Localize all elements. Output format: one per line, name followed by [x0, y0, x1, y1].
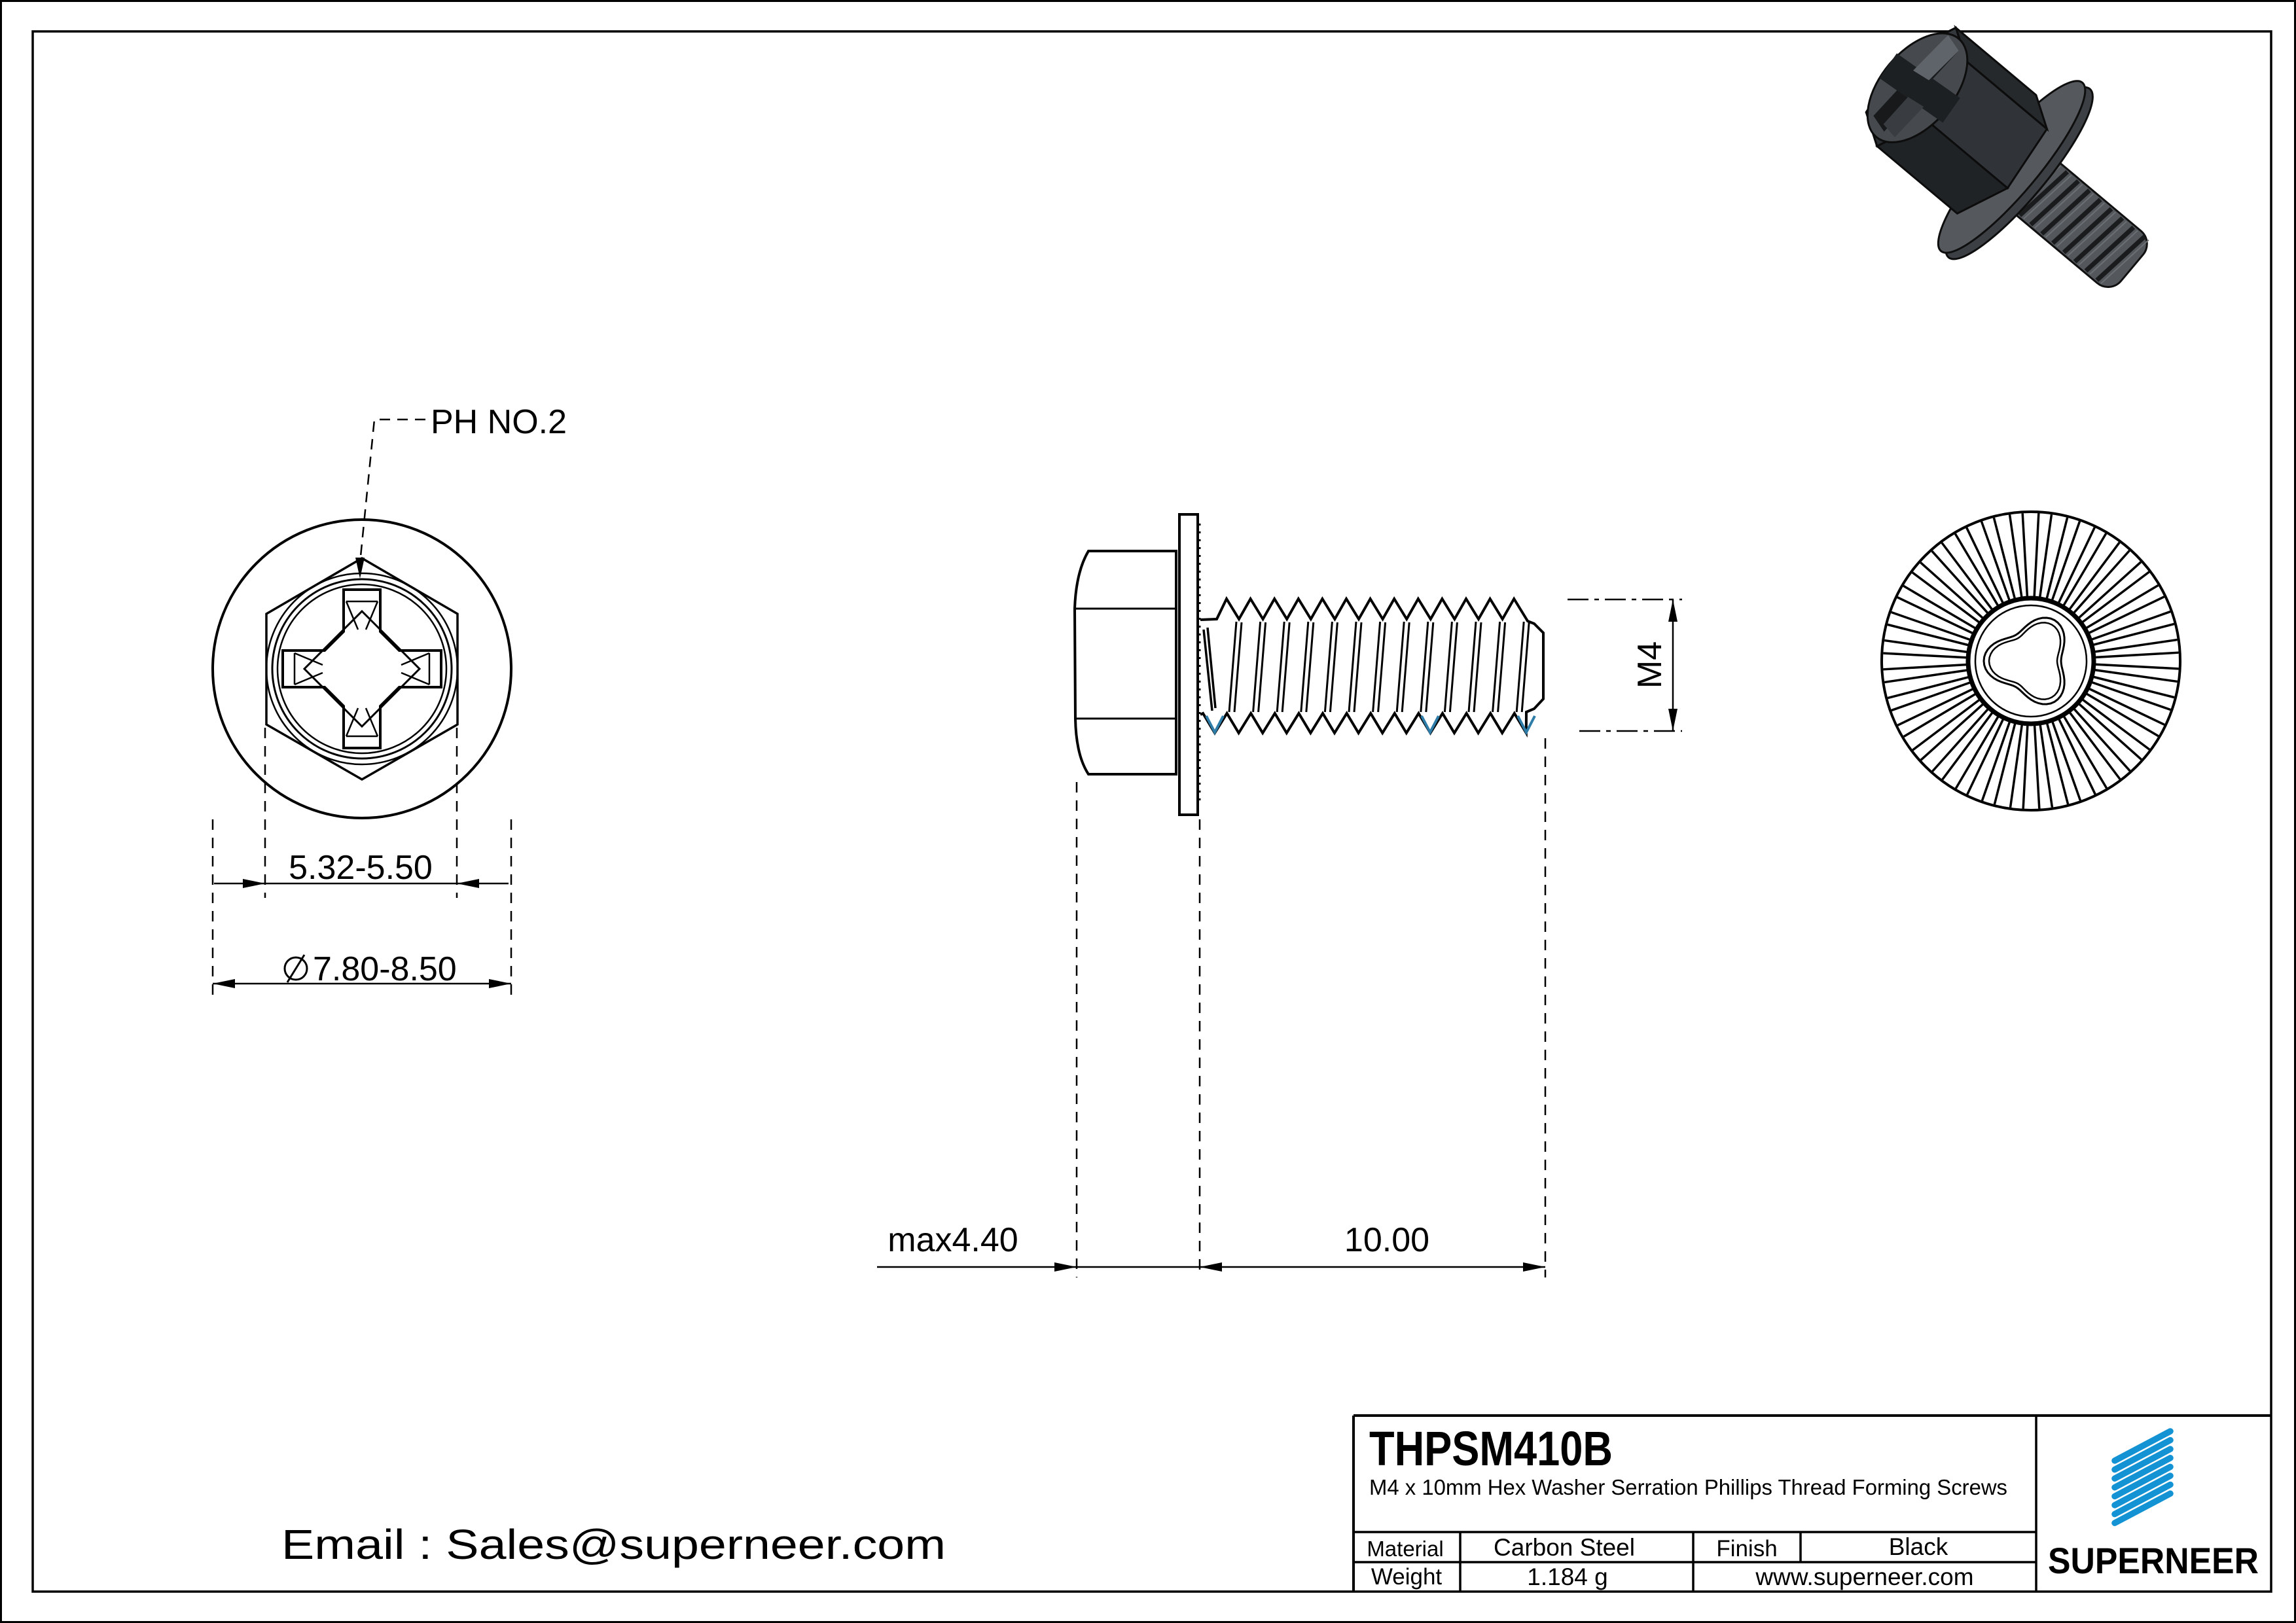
- leader-arrowhead: [355, 558, 365, 579]
- thread-flank-line: [1325, 622, 1337, 712]
- serration-line: [1883, 653, 1967, 658]
- serration-line: [2022, 513, 2027, 597]
- serration-line: [1920, 563, 1983, 619]
- thread-flank-line: [1493, 622, 1505, 712]
- diameter-symbol-icon: [285, 955, 307, 982]
- washer-hole-circle: [1968, 598, 2094, 724]
- thread-flank-line: [1516, 622, 1529, 712]
- serration-line: [2094, 652, 2179, 657]
- serration-line: [1883, 664, 1967, 669]
- thread-size-dim-text: M4: [1631, 641, 1669, 688]
- head-boss-circle: [272, 579, 452, 758]
- serration-line: [2094, 664, 2179, 669]
- phillips-cross-outline: [283, 590, 441, 748]
- part-number: THPSM410B: [1369, 1421, 1613, 1476]
- material-value: Carbon Steel: [1494, 1534, 1635, 1561]
- thread-flank-line: [1421, 622, 1433, 712]
- serration-line: [2034, 724, 2039, 809]
- material-label: Material: [1367, 1537, 1443, 1561]
- across-flats-dim-text: 5.32-5.50: [289, 849, 433, 887]
- serration-line: [1921, 704, 1984, 760]
- thread-flank-line: [1253, 622, 1266, 712]
- phillips-leader: [355, 419, 425, 579]
- side-hex-head: [1075, 551, 1176, 774]
- finish-value: Black: [1889, 1533, 1948, 1560]
- thread-profile: [1200, 599, 1543, 733]
- serrated-washer-view: [1882, 512, 2180, 810]
- serration-line: [2023, 724, 2028, 809]
- phillips-tip-detail: [295, 601, 429, 736]
- serration-line: [1933, 708, 1989, 771]
- washer-diameter-dim-text: 7.80-8.50: [313, 950, 457, 988]
- phillips-size-label: PH NO.2: [431, 403, 567, 441]
- serration-line: [2073, 708, 2130, 771]
- website-link: www.superneer.com: [1755, 1563, 1973, 1590]
- serration-line: [2073, 550, 2130, 613]
- thread-flank-line: [1349, 622, 1361, 712]
- trilobular-shank-inner: [1989, 622, 2060, 699]
- trilobular-shank-outline: [1984, 618, 2064, 704]
- thread-flank-line: [1277, 622, 1289, 712]
- weight-value: 1.184 g: [1527, 1563, 1607, 1590]
- thread-flank-line: [1444, 622, 1457, 712]
- side-dim-lengths: [877, 738, 1545, 1277]
- weight-label: Weight: [1371, 1564, 1443, 1590]
- side-washer-flange: [1179, 514, 1198, 815]
- thread-flank-line: [1397, 622, 1409, 712]
- phillips-center-diamond: [304, 611, 420, 726]
- superneer-logo-icon: [2115, 1431, 2170, 1523]
- email-text: Email : Sales@superneer.com: [281, 1521, 946, 1568]
- side-hex-facet-lines: [1075, 609, 1176, 719]
- screw-3d-preview: [1818, 0, 2202, 352]
- serration-line: [1932, 551, 1988, 614]
- serration-line: [2078, 562, 2141, 618]
- brand-name: SUPERNEER: [2048, 1540, 2259, 1581]
- head-length-dim-text: max4.40: [888, 1221, 1018, 1259]
- side-view: [877, 514, 1682, 1277]
- threaded-shank: [1200, 599, 1543, 733]
- thread-length-dim-text: 10.00: [1344, 1221, 1429, 1259]
- part-description: M4 x 10mm Hex Washer Serration Phillips …: [1369, 1475, 2007, 1499]
- incomplete-first-thread: [1204, 628, 1215, 711]
- head-boss-inner-circle: [278, 584, 446, 753]
- thread-flank-line: [1469, 622, 1481, 712]
- finish-label: Finish: [1716, 1536, 1777, 1561]
- serration-teeth: [1883, 513, 2178, 808]
- phillips-recess: [283, 590, 441, 748]
- thread-flank-line: [1301, 622, 1314, 712]
- drawing-frame: [33, 31, 2271, 1592]
- thread-flank-line: [1373, 622, 1386, 712]
- serration-line: [2034, 513, 2039, 597]
- front-view: [213, 419, 511, 996]
- serration-line: [2078, 704, 2141, 760]
- serrated-outer-circle: [1882, 512, 2180, 810]
- thread-flank-line: [1229, 622, 1242, 712]
